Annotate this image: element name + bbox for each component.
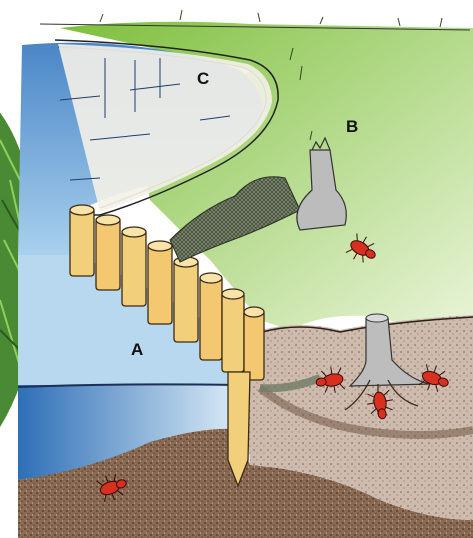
label-c: C bbox=[197, 70, 209, 87]
label-b: B bbox=[346, 118, 358, 135]
label-a: A bbox=[131, 341, 143, 358]
